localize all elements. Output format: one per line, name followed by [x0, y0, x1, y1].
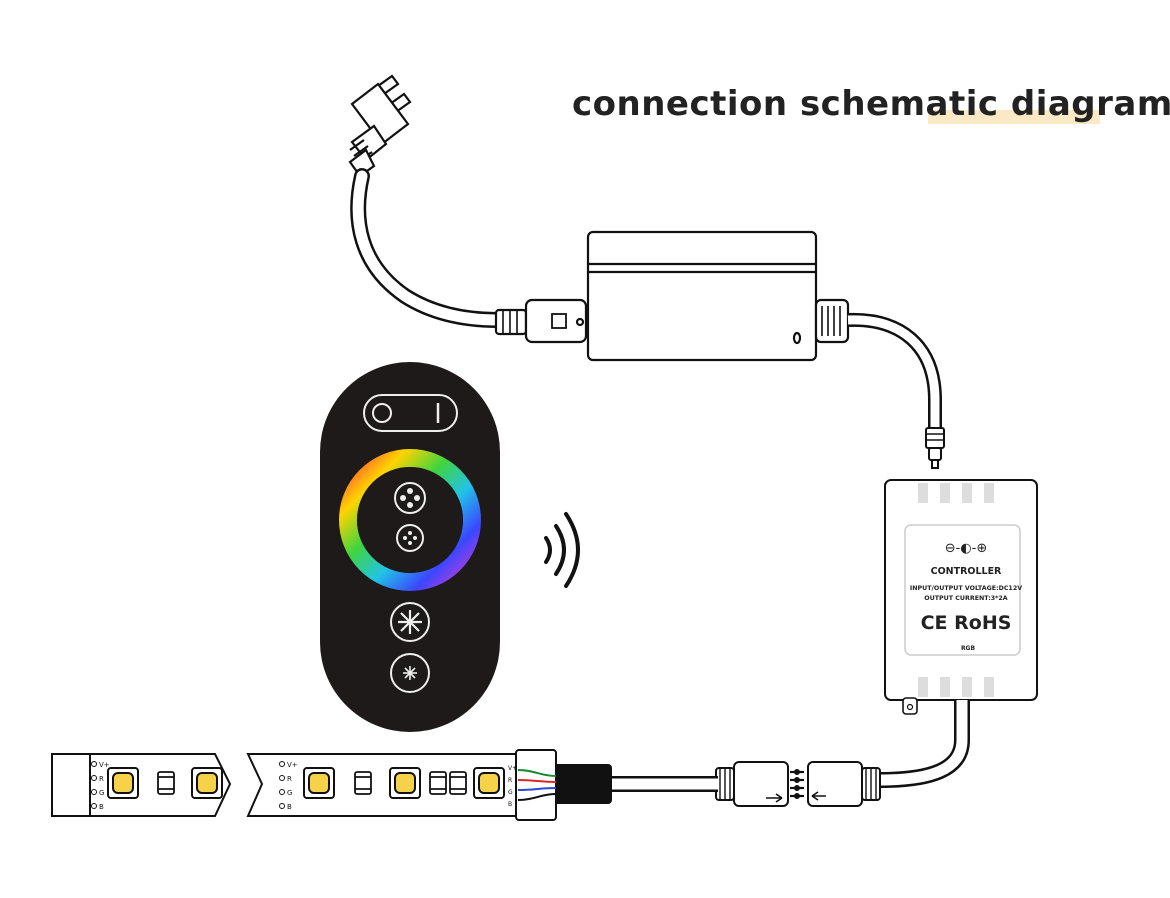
strip-pads-mid: V+ R G B: [279, 761, 298, 811]
controller-spec-voltage: INPUT/OUTPUT VOLTAGE:DC12V: [910, 585, 1022, 592]
resistors: [157, 771, 467, 795]
pad-label-b-mid: B: [287, 803, 292, 811]
led-chips: [107, 767, 505, 799]
pad-label-g-mid: G: [287, 789, 292, 797]
connector-icon: [715, 761, 881, 807]
pad-label-r: R: [99, 775, 104, 783]
rf-remote-icon: [320, 362, 500, 732]
pad-label-v-end: V+: [508, 765, 517, 772]
controller-spec-current: OUTPUT CURRENT:3*2A: [924, 595, 1008, 602]
certification-mark: CE RoHS: [921, 612, 1012, 634]
pad-label-r-end: R: [508, 777, 512, 784]
pad-label-b-end: B: [508, 801, 512, 808]
wireless-signal-icon: [544, 512, 580, 588]
pad-label-r-mid: R: [287, 775, 292, 783]
strip-lead-sleeve: [552, 764, 612, 804]
power-plug-icon: [348, 74, 412, 178]
dc-cable: [847, 312, 942, 430]
strip-pads-end: V+ R G B: [508, 765, 517, 808]
rgb-controller-icon: [884, 479, 1038, 715]
polarity-symbol: ⊖-◐-⊕: [945, 541, 988, 556]
color-wheel: [339, 449, 481, 591]
dc-plug-icon: [925, 427, 945, 469]
controller-model: RGB: [961, 645, 976, 652]
pad-label-b: B: [99, 803, 104, 811]
pad-label-v-mid: V+: [287, 761, 298, 769]
power-adapter-icon: [494, 230, 850, 362]
strip-pads-left: V+ R G B: [91, 761, 110, 811]
page-title: connection schematic diagram: [572, 84, 1170, 124]
brightness-down-button: [390, 653, 430, 693]
power-switch: [363, 394, 458, 432]
brightness-up-button: [390, 602, 430, 642]
title-highlight: [928, 110, 1100, 124]
mode-button: [394, 482, 426, 514]
power-cable: [350, 168, 506, 328]
pad-label-g: G: [99, 789, 104, 797]
pad-label-g-end: G: [508, 789, 513, 796]
speed-button: [396, 524, 424, 552]
controller-name: CONTROLLER: [931, 566, 1002, 577]
pad-label-v: V+: [99, 761, 110, 769]
